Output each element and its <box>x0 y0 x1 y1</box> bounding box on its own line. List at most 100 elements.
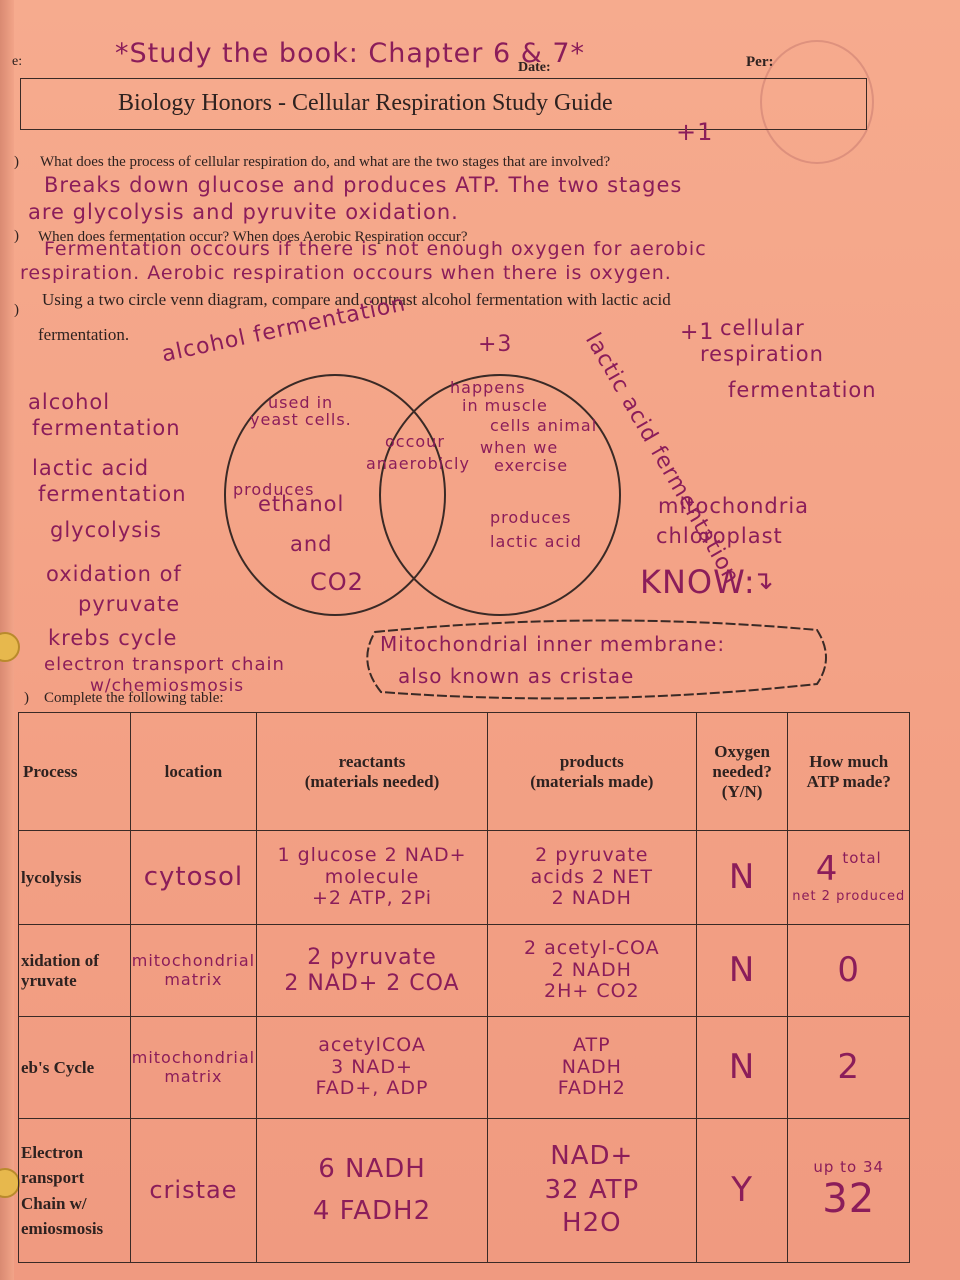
note-item: oxidation of <box>46 562 182 586</box>
table-row: lycolysis cytosol 1 glucose 2 NAD+ molec… <box>18 830 910 925</box>
points-marker: +1 <box>680 320 715 345</box>
col-header-atp: How much ATP made? <box>787 712 910 831</box>
note-item: pyruvate <box>78 592 181 616</box>
binder-hole <box>0 1168 20 1198</box>
note-item: fermentation <box>32 416 181 440</box>
study-note: *Study the book: Chapter 6 & 7* <box>115 38 586 69</box>
process-cell: lycolysis <box>18 830 131 925</box>
venn-right-item: happens <box>450 378 526 397</box>
period-label: Per: <box>746 54 774 70</box>
note-item: fermentation <box>38 482 187 506</box>
name-label: e: <box>12 54 23 69</box>
note-item: electron transport chain <box>44 654 285 675</box>
points-marker: +1 <box>676 118 714 146</box>
process-cell: Electron ransport Chain w/ emiosmosis <box>18 1118 131 1263</box>
callout-line1: Mitochondrial inner membrane: <box>380 632 726 656</box>
venn-right-item: produces <box>490 508 572 527</box>
location-cell: mitochondrial matrix <box>129 924 258 1017</box>
location-cell: cristae <box>129 1118 258 1263</box>
date-label: Date: <box>518 60 551 75</box>
oxygen-cell: N <box>695 830 789 925</box>
atp-value: 32 <box>822 1176 876 1223</box>
note-item: chloroplast <box>656 524 783 548</box>
venn-left-item: yeast cells. <box>250 410 352 429</box>
answer-2-line2: respiration. Aerobic respiration occours… <box>20 262 672 284</box>
note-item: alcohol <box>28 390 111 414</box>
faded-stamp <box>760 40 874 164</box>
venn-right-item: in muscle <box>462 396 548 415</box>
atp-cell: 4 total net 2 produced <box>787 830 910 925</box>
question-bullet: ) <box>24 690 29 706</box>
note-item: w/chemiosmosis <box>90 676 245 696</box>
products-cell: 2 acetyl-COA 2 NADH 2H+ CO2 <box>486 924 697 1017</box>
atp-value: 4 <box>815 849 839 890</box>
respiration-table: Process location reactants (materials ne… <box>18 712 910 1263</box>
question-3-line2: fermentation. <box>38 325 130 344</box>
points-marker: +3 <box>478 332 513 357</box>
venn-left-item: CO2 <box>310 568 364 596</box>
venn-left-item: ethanol <box>258 492 345 516</box>
venn-left-item: produces <box>233 480 315 499</box>
venn-right-item: exercise <box>494 456 569 475</box>
atp-note: total <box>842 849 882 868</box>
answer-1-line1: Breaks down glucose and produces ATP. Th… <box>44 173 683 197</box>
col-header-products: products (materials made) <box>486 712 697 831</box>
venn-center-item: anaerobicly <box>366 454 470 473</box>
products-cell: ATP NADH FADH2 <box>486 1016 697 1119</box>
oxygen-cell: Y <box>695 1118 789 1263</box>
question-bullet: ) <box>14 154 19 170</box>
note-item: fermentation <box>728 378 877 402</box>
oxygen-cell: N <box>695 1016 789 1119</box>
reactants-cell: acetylCOA 3 NAD+ FAD+, ADP <box>256 1016 488 1119</box>
col-header-oxygen: Oxygen needed? (Y/N) <box>695 712 789 831</box>
atp-cell: up to 34 32 <box>787 1118 910 1263</box>
note-item: cellular <box>720 316 805 340</box>
question-1: What does the process of cellular respir… <box>40 154 611 170</box>
note-item: lactic acid <box>32 456 150 480</box>
table-row: Electron ransport Chain w/ emiosmosis cr… <box>18 1118 910 1263</box>
oxygen-cell: N <box>695 924 789 1017</box>
reactants-cell: 2 pyruvate 2 NAD+ 2 COA <box>256 924 488 1017</box>
question-2: When does fermentation occur? When does … <box>38 229 468 245</box>
atp-value: 0 <box>787 924 910 1017</box>
atp-value: 2 <box>787 1016 910 1119</box>
location-cell: mitochondrial matrix <box>129 1016 258 1119</box>
question-4: Complete the following table: <box>44 690 224 706</box>
venn-right-item: when we <box>480 438 559 457</box>
reactants-cell: 6 NADH 4 FADH2 <box>256 1118 488 1263</box>
products-cell: NAD+ 32 ATP H2O <box>486 1118 697 1263</box>
answer-2-line1: Fermentation occours if there is not eno… <box>44 238 707 260</box>
callout-bubble <box>366 619 827 700</box>
note-item: mitochondria <box>658 494 810 518</box>
col-header-reactants: reactants (materials needed) <box>256 712 488 831</box>
know-note: KNOW: <box>640 563 756 601</box>
note-item: glycolysis <box>50 518 162 542</box>
venn-diagram <box>224 374 621 616</box>
table-row: eb's Cycle mitochondrial matrix acetylCO… <box>18 1016 910 1119</box>
atp-note: up to 34 <box>813 1157 885 1176</box>
question-3-line1: Using a two circle venn diagram, compare… <box>42 290 671 309</box>
location-cell: cytosol <box>129 830 258 925</box>
col-header-location: location <box>129 712 258 831</box>
col-header-process: Process <box>18 712 131 831</box>
venn-left-item: used in <box>268 393 334 412</box>
question-bullet: ) <box>14 302 19 318</box>
note-item: respiration <box>700 342 824 366</box>
reactants-cell: 1 glucose 2 NAD+ molecule +2 ATP, 2Pi <box>256 830 488 925</box>
note-item: krebs cycle <box>48 626 178 650</box>
venn-right-item: lactic acid <box>490 532 582 551</box>
arrow-down-icon: ↴ <box>752 566 775 596</box>
table-row: xidation of yruvate mitochondrial matrix… <box>18 924 910 1017</box>
venn-right-item: cells animal <box>490 416 598 435</box>
venn-left-item: and <box>290 532 333 556</box>
venn-center-item: occour <box>385 432 445 451</box>
binder-hole <box>0 632 20 662</box>
question-bullet: ) <box>14 228 19 244</box>
title-box <box>20 78 867 130</box>
products-cell: 2 pyruvate acids 2 NET 2 NADH <box>486 830 697 925</box>
process-cell: eb's Cycle <box>18 1016 131 1119</box>
atp-note-2: net 2 produced <box>792 888 906 904</box>
answer-1-line2: are glycolysis and pyruvite oxidation. <box>28 200 459 224</box>
callout-line2: also known as cristae <box>398 664 635 688</box>
